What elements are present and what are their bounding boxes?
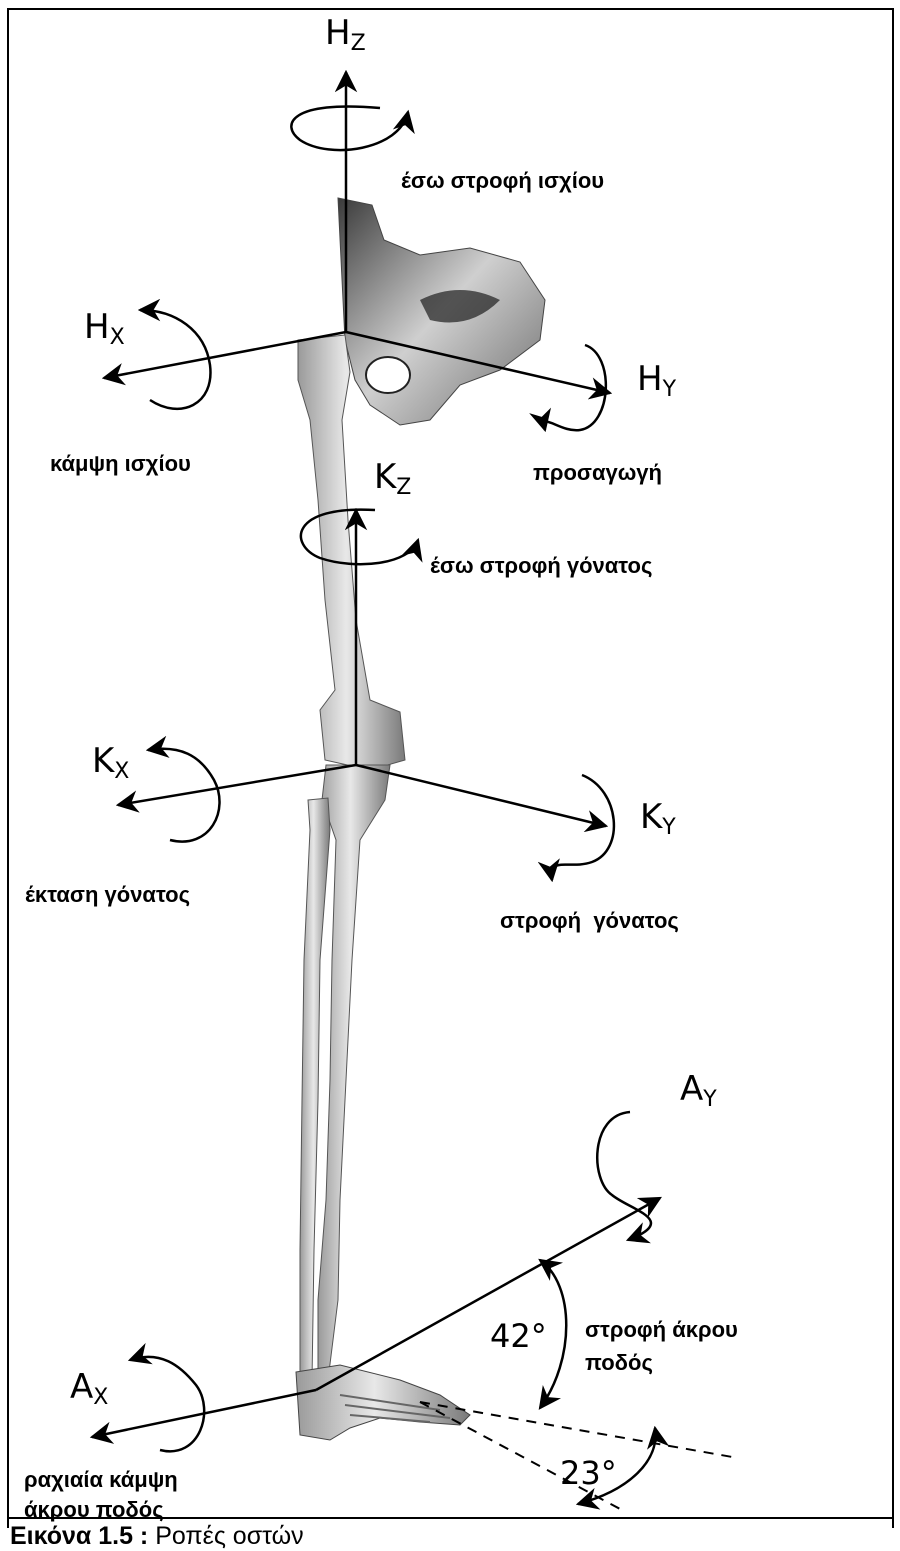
plantar-flexion-label-line2: άκρου ποδός — [24, 1497, 164, 1522]
hip-internal-rotation-label: έσω στροφή ισχίου — [401, 168, 604, 193]
angle-labels: 42° 23° — [490, 1317, 617, 1492]
ky-label: KY — [640, 797, 676, 840]
ax-rotation-arrow — [130, 1357, 204, 1451]
ay-rotation-arrow — [597, 1112, 651, 1240]
hz-label: HZ — [325, 13, 366, 56]
ky-rotation-arrow — [552, 775, 614, 880]
kz-rotation-arrow — [301, 510, 418, 565]
knee-rotation-label: στροφή γόνατος — [500, 908, 679, 933]
ky-axis — [356, 765, 606, 826]
hx-label: HX — [84, 307, 125, 350]
hz-rotation-arrow — [291, 106, 408, 150]
foot-rotation-label-line2: ποδός — [585, 1350, 653, 1375]
hip-flexion-label: κάμψη ισχίου — [50, 451, 191, 476]
toe-out-angle-value: 23° — [560, 1454, 617, 1492]
obturator-foramen — [366, 357, 410, 393]
hy-rotation-arrow — [544, 345, 606, 430]
knee-internal-rotation-label: έσω στροφή γόνατος — [430, 553, 652, 578]
ax-label: AX — [70, 1367, 108, 1410]
knee-extension-label: έκταση γόνατος — [25, 882, 190, 907]
ay-label: AY — [680, 1069, 717, 1112]
skeleton-illustration — [296, 198, 545, 1440]
tibia-bone — [318, 765, 390, 1385]
kz-label: KZ — [374, 457, 411, 500]
foot-rotation-angle-value: 42° — [490, 1317, 547, 1355]
foot-rotation-label-line1: στροφή άκρου — [585, 1317, 738, 1342]
kx-label: KX — [92, 741, 129, 784]
caption-prefix: Εικόνα 1.5 : — [10, 1522, 148, 1550]
adduction-label: προσαγωγή — [533, 460, 662, 485]
foot-bones — [296, 1365, 470, 1440]
figure-caption: Εικόνα 1.5 : Ροπές οστών — [10, 1522, 304, 1551]
hy-label: HY — [637, 359, 677, 402]
foot-reference-line — [420, 1402, 738, 1458]
plantar-flexion-label-line1: ραχιαία κάμψη — [24, 1467, 178, 1492]
caption-text: Ροπές οστών — [148, 1522, 303, 1550]
